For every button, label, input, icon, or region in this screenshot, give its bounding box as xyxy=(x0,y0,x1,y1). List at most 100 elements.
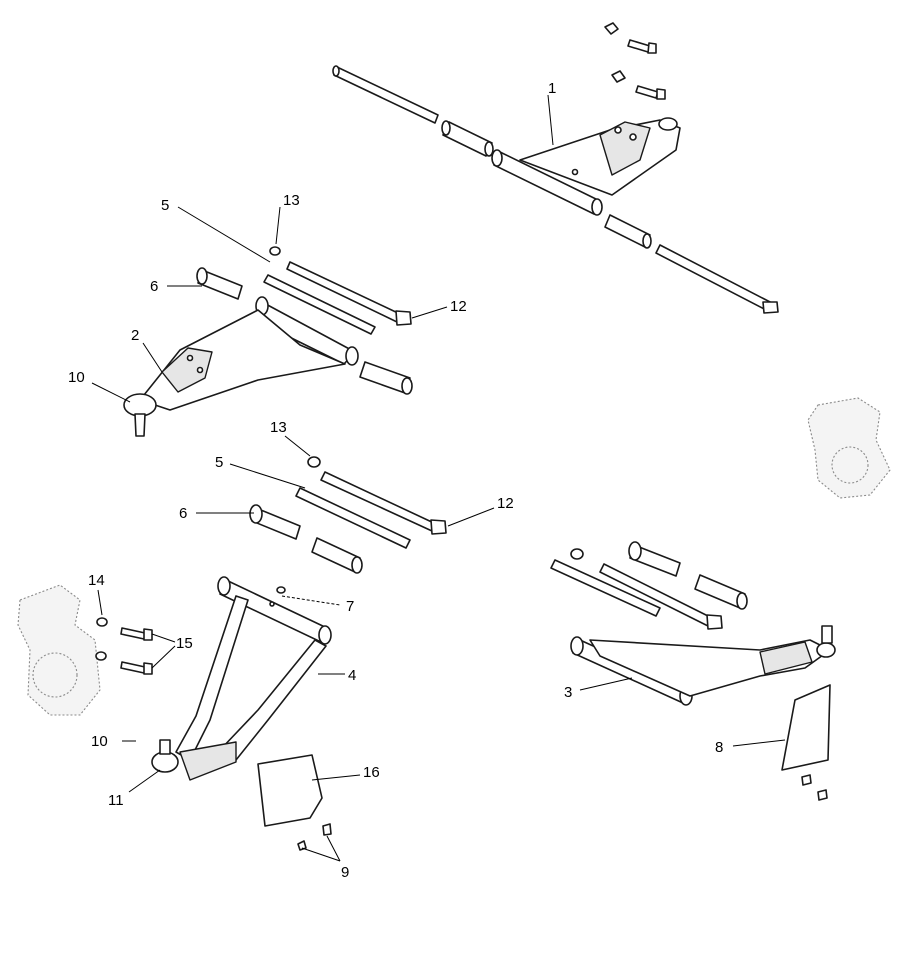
bolt xyxy=(627,39,651,53)
bushing-flange xyxy=(628,541,642,561)
callout-8: 8 xyxy=(715,739,723,756)
nut xyxy=(611,70,626,83)
tube-end xyxy=(318,625,332,645)
bolt-head xyxy=(430,519,447,535)
upper-front-arm-assembly xyxy=(91,206,448,437)
shaft-end xyxy=(332,65,340,77)
bolt-head xyxy=(143,662,153,675)
mount-hole xyxy=(196,366,204,374)
bushing-end xyxy=(484,141,494,157)
pivot-shaft-left xyxy=(333,66,439,124)
mount-hole xyxy=(269,601,275,607)
mount-hole xyxy=(571,168,579,176)
leader-line-12a xyxy=(411,306,448,319)
leader-line-14 xyxy=(97,589,103,616)
ball-joint-stud xyxy=(821,625,833,644)
leader-line-13b xyxy=(284,435,311,457)
callout-5: 5 xyxy=(161,197,169,214)
leader-line-9a xyxy=(301,847,341,862)
bushing-end xyxy=(401,377,413,395)
washer xyxy=(570,548,584,560)
bolt xyxy=(120,627,146,640)
callout-10: 10 xyxy=(68,369,85,386)
leader-line-10a xyxy=(91,382,131,403)
leader-line-15a xyxy=(151,633,176,643)
bushing-end xyxy=(736,592,748,610)
leader-line-1 xyxy=(547,94,554,146)
callout-13: 13 xyxy=(283,192,300,209)
bushing-end xyxy=(351,556,363,574)
screw xyxy=(801,774,812,786)
mount-hole xyxy=(614,126,622,134)
bolt-head xyxy=(762,301,779,314)
nut xyxy=(96,617,108,627)
mount-hole xyxy=(186,354,194,362)
callout-2: 2 xyxy=(131,327,139,344)
bushing-end xyxy=(642,233,652,249)
leader-line-11 xyxy=(128,769,161,793)
bolt-head xyxy=(143,628,153,641)
leader-line-8 xyxy=(732,739,786,747)
skid-plate xyxy=(781,684,831,771)
mount-hole xyxy=(629,133,637,141)
bolt-head xyxy=(706,614,723,630)
bushing-end xyxy=(441,120,451,136)
callout-9: 9 xyxy=(341,864,349,881)
leader-line-13a xyxy=(275,206,281,245)
washer xyxy=(307,456,321,468)
ball-joint-stud xyxy=(159,739,171,755)
hub-bore-reference xyxy=(831,446,869,484)
ball-joint xyxy=(123,393,157,417)
leader-line-12b xyxy=(447,507,495,527)
callout-1: 1 xyxy=(548,80,556,97)
pivot-shaft-right xyxy=(655,244,773,312)
screw xyxy=(322,823,332,836)
leader-line-3 xyxy=(579,677,633,691)
bolt xyxy=(635,85,659,99)
upper-rear-arm-assembly xyxy=(332,22,779,314)
bolt-shaft xyxy=(320,471,437,532)
leader-line-15b xyxy=(151,645,176,669)
callout-13: 13 xyxy=(270,419,287,436)
callout-12: 12 xyxy=(450,298,467,315)
lower-front-pivot-hardware xyxy=(196,435,495,574)
callout-11: 11 xyxy=(108,792,124,809)
nut xyxy=(95,651,107,661)
screw xyxy=(817,789,828,801)
callout-labels: 1 2 3 4 5 5 6 6 7 8 9 10 10 11 12 12 13 … xyxy=(68,80,723,881)
ball-joint xyxy=(658,117,678,131)
arm-gusset xyxy=(599,121,651,176)
callout-12: 12 xyxy=(497,495,514,512)
callout-10: 10 xyxy=(91,733,108,750)
nut xyxy=(604,22,619,35)
tube-end xyxy=(570,636,584,656)
leader-line-7 xyxy=(281,595,341,606)
leader-line-16 xyxy=(311,774,361,781)
bolt-head xyxy=(647,42,657,54)
callout-6: 6 xyxy=(179,505,187,522)
bushing-flange xyxy=(249,504,263,524)
tube-end xyxy=(491,149,503,167)
callout-6: 6 xyxy=(150,278,158,295)
right-arm-assembly xyxy=(550,397,891,801)
leader-line-9b xyxy=(326,835,341,862)
grease-fitting xyxy=(276,586,286,594)
tube-end xyxy=(217,576,231,596)
ball-joint xyxy=(816,642,836,658)
upper-front-arm-body xyxy=(139,309,346,411)
pivot-shaft xyxy=(295,487,411,549)
washer xyxy=(269,246,281,256)
leader-line-5a xyxy=(177,206,271,263)
hub-bore-reference xyxy=(32,652,78,698)
screw xyxy=(297,840,307,851)
pivot-shaft xyxy=(550,559,661,617)
arm-gusset xyxy=(179,741,237,781)
bolt-head xyxy=(656,88,666,100)
callout-16: 16 xyxy=(363,764,380,781)
ball-joint xyxy=(151,751,179,773)
bolt xyxy=(120,661,146,674)
callout-7: 7 xyxy=(346,598,354,615)
ball-joint-stud xyxy=(134,413,146,437)
